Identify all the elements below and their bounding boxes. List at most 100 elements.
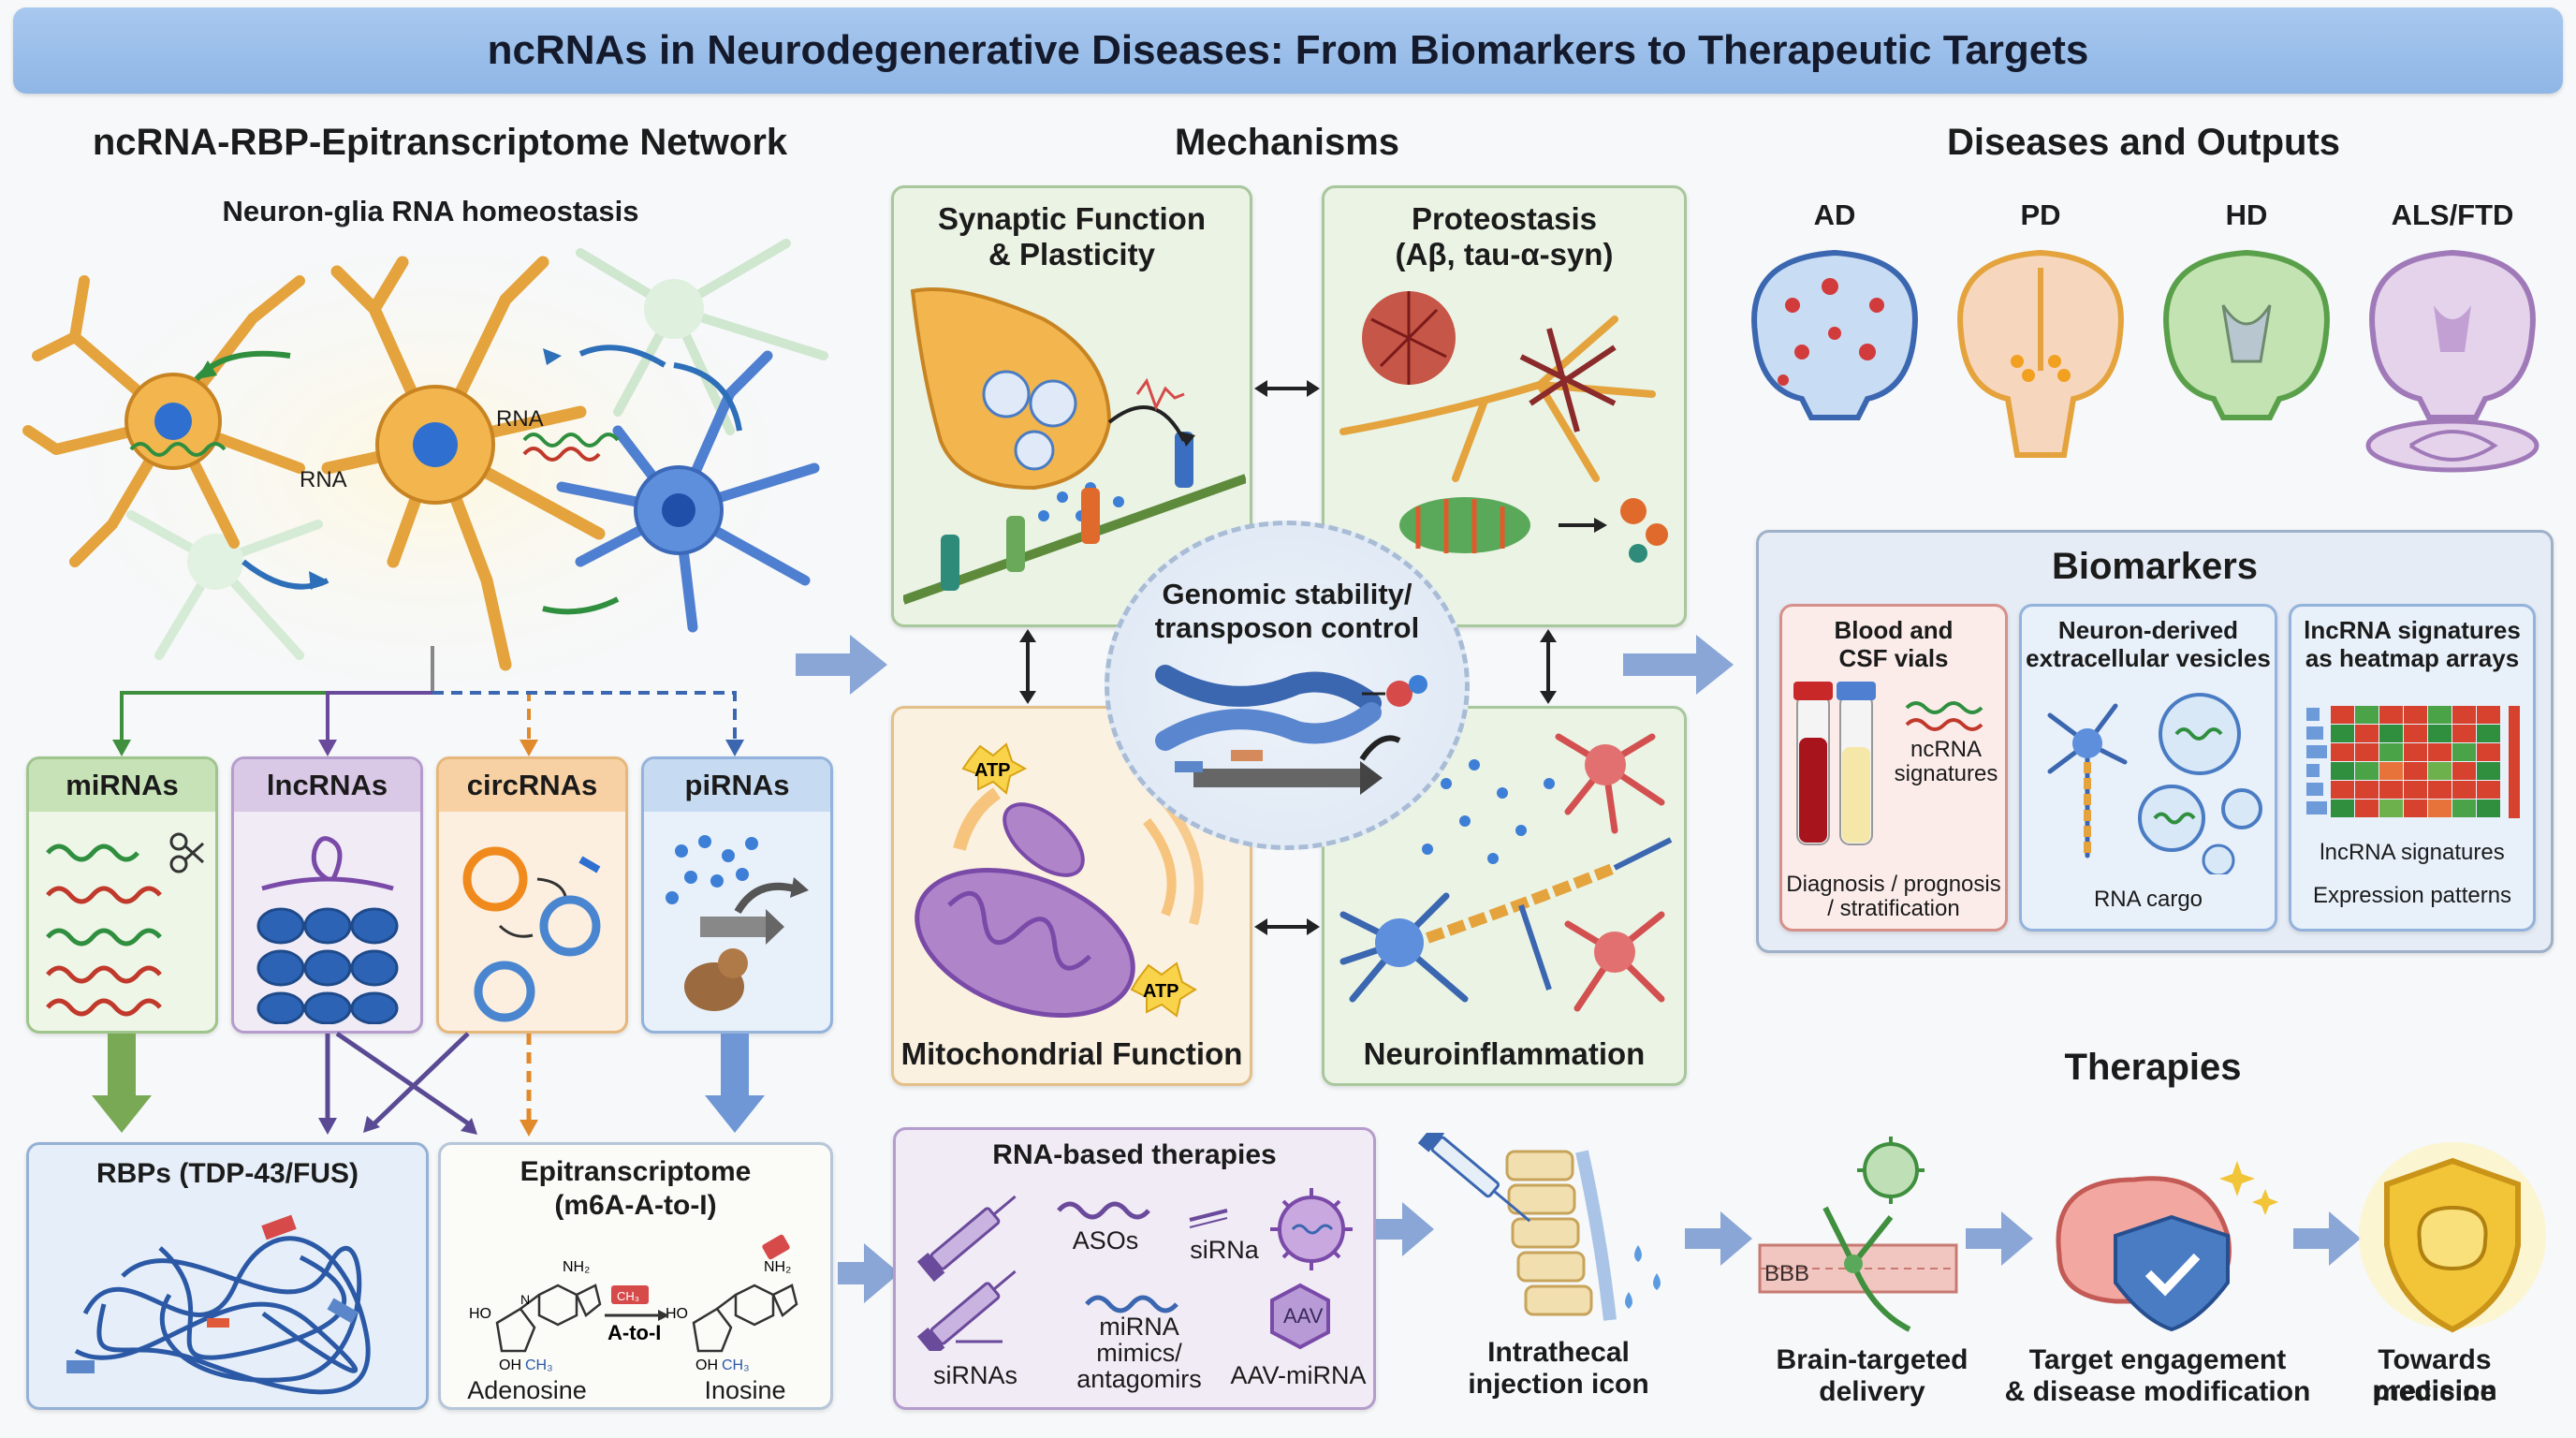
heatmap-cell [2452,762,2476,780]
heatmap-cell [2355,743,2378,761]
heatmap-cell [2452,781,2476,799]
ev-title-2: extracellular vesicles [2026,644,2271,672]
heatmap-cell [2404,800,2427,817]
adenosine-inosine-structures: NH₂ NH₂ HO HO OH OH CH₃ CH₃ N CH₃ A-to-I [469,1234,798,1373]
heatmap-cell [2477,743,2500,761]
arrow-mechanisms-to-biomarkers [1623,635,1734,695]
heatmap-cell [2379,743,2403,761]
therapies-heading: Therapies [2064,1047,2242,1088]
disease-label-hd: HD [2225,198,2268,231]
blood-title-1: Blood and [1834,616,1954,644]
epitranscriptome-label-line2: (m6A-A-to-I) [554,1190,717,1221]
title-banner: ncRNAs in Neurodegenerative Diseases: Fr… [13,7,2563,94]
heatmap-cell [2404,781,2427,799]
methyl-tag-icon [611,1285,649,1304]
genomic-title-1: Genomic stability/ [1162,578,1412,610]
disease-brains-illustration [1751,249,2539,473]
heatmap-cell [2452,706,2476,724]
mirnas-box: miRNAs [26,756,218,1034]
astrocyte-right [556,350,820,633]
mechanisms-heading: Mechanisms [1174,122,1400,163]
mirna-hairpins-icon [46,832,205,1017]
heatmap-cell [2355,706,2378,724]
epitranscriptome-box: Epitranscriptome (m6A-A-to-I) NH₂ NH₂ HO… [438,1142,833,1410]
blood-vials-icon [1793,682,1876,845]
precision-label-2: medicine [2373,1376,2496,1407]
disease-label-pd: PD [2020,198,2061,231]
heatmap-cell [2379,706,2403,724]
rna-therapy-icons: AAV [916,1188,1353,1351]
arrow-network-to-mechanisms [796,635,887,695]
extracellular-vesicles-icon [2047,693,2262,874]
heatmap-cell [2379,781,2403,799]
epitranscriptome-label-line1: Epitranscriptome [520,1156,752,1187]
heatmap-cell [2404,743,2427,761]
heatmap-cell [2477,706,2500,724]
synaptic-box: Synaptic Function & Plasticity [891,185,1252,627]
syringe-aso-icon [916,1195,1017,1283]
n-label: N [520,1292,530,1307]
mirna-label-3: antagomirs [1076,1365,1202,1393]
heatmap-cell [2331,706,2354,724]
rna-therapies-box: RNA-based therapies AAV [893,1127,1376,1410]
syringe-sirna-icon [916,1269,1017,1351]
spinal-cord-section-icon [2365,418,2539,473]
heatmap-cell [2477,800,2500,817]
heatmap-cell [2331,725,2354,742]
diagnosis-line1: Diagnosis / prognosis [1786,872,2001,897]
heatmap-cell [2331,743,2354,761]
brain-hd-icon [2163,249,2330,420]
ev-title-1: Neuron-derived [2057,616,2239,644]
heatmap-cell [2477,762,2500,780]
heatmap-cell [2428,781,2452,799]
a-to-i-label: A-to-I [607,1321,661,1344]
oh-right: OH [695,1357,718,1373]
ch3-left: CH₃ [525,1357,553,1373]
heatmap-row-bar [2306,783,2323,796]
heatmap-cell [2355,800,2378,817]
rna-label-left: RNA [300,467,347,492]
genomic-title-2: transposon control [1154,611,1420,644]
diagnosis-line2: / stratification [1827,896,1960,921]
mitochondrial-title: Mitochondrial Function [900,1036,1243,1071]
heatmap-cell [2331,762,2354,780]
aav-mirna-label: AAV-miRNA [1230,1361,1367,1389]
neuroinflammation-title: Neuroinflammation [1363,1036,1646,1071]
microglia-icon [1339,733,1673,1012]
sirna-label: siRNa [1190,1236,1259,1264]
proteostasis-title-2: (Aβ, tau-α-syn) [1395,237,1614,271]
lnc-signatures-label: lncRNA signatures [2320,840,2505,865]
sirnas-label: siRNAs [932,1361,1017,1389]
lncrnas-label: lncRNAs [234,759,420,812]
heatmap-cell [2355,762,2378,780]
heatmap-cell [2428,762,2452,780]
adenosine-label: Adenosine [467,1376,587,1404]
circrnas-label: circRNAs [439,759,625,812]
protein-aggregates-icon [1339,291,1668,563]
lncrnas-box: lncRNAs [231,756,423,1034]
faint-glia-right [576,239,828,435]
heatmap-color-scale [2509,706,2520,818]
heatmap-row-bar [2306,708,2320,721]
double-arrow-bottom [1254,918,1320,935]
expression-patterns-label: Expression patterns [2312,883,2512,908]
inosine-label: Inosine [704,1376,786,1404]
rna-wave-2 [522,433,620,448]
rna-label-right: RNA [496,406,544,432]
therapy-pipeline: BBB [1376,1133,2546,1333]
heatmap-cell [2428,800,2452,817]
nh2-left: NH₂ [563,1259,590,1275]
aso-wave-icon [1057,1201,1150,1220]
gold-shield-brain-icon [2359,1142,2546,1333]
bbb-vessel-icon: BBB [1758,1137,1958,1332]
ncrna-wave-icon [1905,701,1983,731]
arrow-green-2 [542,596,620,615]
mitochondria-icon: ATP ATP [915,742,1204,1018]
heatmap-row-bar [2306,764,2320,777]
pirna-piwi-icon [666,835,809,1011]
mitochondrial-box: ATP ATP Mitochondrial Function [891,706,1252,1086]
synaptic-title-2: & Plasticity [988,237,1155,271]
atp-burst-1-icon [961,742,1028,795]
heatmap-cell [2452,725,2476,742]
